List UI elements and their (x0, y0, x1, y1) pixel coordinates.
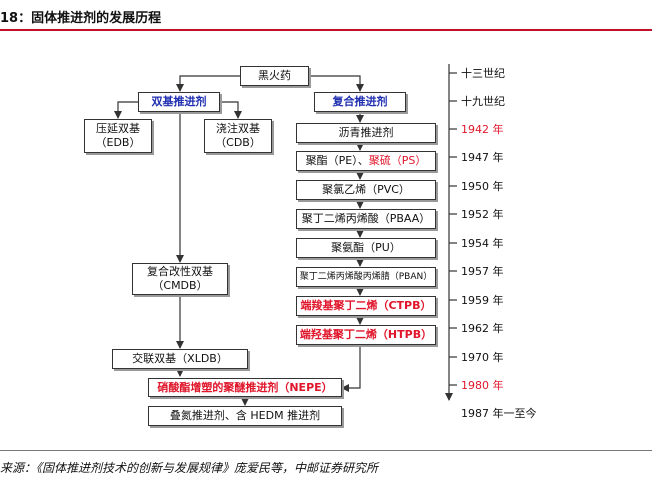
node-ctpb-label: 端羧基聚丁二烯（CTPB） (300, 299, 432, 312)
timeline-label-1950: 1950 年 (461, 180, 504, 193)
timeline-label-1970: 1970 年 (461, 351, 504, 364)
timeline-label-1962: 1962 年 (461, 322, 504, 335)
node-ps-label: 聚硫（PS） (368, 154, 427, 167)
timeline-label-1942: 1942 年 (461, 123, 504, 136)
node-pbaa-label: 聚丁二烯丙烯酸（PBAA） (301, 212, 431, 225)
node-htpb-label: 端羟基聚丁二烯（HTPB） (299, 328, 433, 341)
node-hedm: 叠氮推进剂、含 HEDM 推进剂 (148, 406, 342, 426)
timeline-label-1947: 1947 年 (461, 151, 504, 164)
node-pvc-label: 聚氯乙烯（PVC） (322, 183, 410, 196)
node-cdb: 浇注双基 （CDB） (204, 119, 272, 153)
node-cdb-name: 浇注双基 (216, 122, 260, 135)
node-cdb-abbr: （CDB） (215, 136, 261, 149)
node-xldb: 交联双基（XLDB） (112, 349, 248, 369)
node-htpb: 端羟基聚丁二烯（HTPB） (296, 325, 436, 345)
connector-double-base-cdb (220, 101, 242, 119)
node-nepe: 硝酸酯增塑的聚醚推进剂（NEPE） (148, 378, 342, 397)
node-cmdb-name: 复合改性双基 (147, 265, 213, 278)
node-edb-name: 压延双基 (96, 122, 140, 135)
node-pbaa: 聚丁二烯丙烯酸（PBAA） (296, 209, 436, 229)
timeline-label-1954: 1954 年 (461, 237, 504, 250)
node-double-base-label: 双基推进剂 (151, 95, 207, 108)
node-edb-abbr: （EDB） (95, 136, 141, 149)
timeline-label-1959: 1959 年 (461, 294, 504, 307)
node-ctpb: 端羧基聚丁二烯（CTPB） (296, 296, 436, 316)
connector-htpb-nepe (341, 346, 361, 392)
node-hedm-label: 叠氮推进剂、含 HEDM 推进剂 (169, 409, 321, 422)
page-header: 18：固体推进剂的发展历程 (0, 0, 652, 31)
timeline-label-1980: 1980 年 (461, 379, 504, 392)
node-nepe-label: 硝酸酯增塑的聚醚推进剂（NEPE） (157, 380, 333, 394)
timeline-label-1957: 1957 年 (461, 265, 504, 278)
node-pe-label: 聚酯（PE）、 (305, 154, 369, 167)
node-pban-label: 聚丁二烯丙烯酸丙烯腈（PBAN） (299, 272, 433, 282)
node-cmdb-abbr: （CMDB） (152, 279, 208, 292)
timeline-label-19th-century: 十九世纪 (461, 95, 505, 108)
source-footer: 来源：《固体推进剂技术的创新与发展规律》庞爱民等，中邮证券研究所 (0, 450, 652, 481)
node-gunpowder: 黑火药 (240, 66, 309, 86)
node-composite-label: 复合推进剂 (332, 95, 388, 108)
source-note: 来源：《固体推进剂技术的创新与发展规律》庞爱民等，中邮证券研究所 (0, 461, 379, 475)
node-composite: 复合推进剂 (314, 92, 406, 112)
node-xldb-label: 交联双基（XLDB） (132, 352, 228, 365)
figure-title: 18：固体推进剂的发展历程 (0, 11, 162, 26)
node-cmdb: 复合改性双基 （CMDB） (132, 263, 228, 295)
connector-double-base-edb (114, 101, 138, 119)
node-pe-ps: 聚酯（PE）、聚硫（PS） (296, 151, 436, 171)
node-pvc: 聚氯乙烯（PVC） (296, 180, 436, 200)
node-asphalt: 沥青推进剂 (296, 123, 436, 143)
node-double-base: 双基推进剂 (138, 92, 220, 112)
timeline-label-13th-century: 十三世纪 (461, 67, 505, 80)
timeline-ticks (449, 72, 457, 386)
node-asphalt-label: 沥青推进剂 (338, 126, 394, 139)
node-edb: 压延双基 （EDB） (84, 119, 152, 153)
connector-gunpowder-right (309, 75, 364, 92)
node-pu: 聚氨酯（PU） (296, 238, 436, 258)
timeline-label-1952: 1952 年 (461, 208, 504, 221)
node-pban: 聚丁二烯丙烯酸丙烯腈（PBAN） (296, 267, 436, 287)
node-pu-label: 聚氨酯（PU） (331, 241, 401, 254)
timeline-label-1987-present: 1987 年一至今 (461, 407, 537, 420)
node-gunpowder-label: 黑火药 (258, 69, 291, 82)
connector-gunpowder-left (176, 75, 240, 92)
